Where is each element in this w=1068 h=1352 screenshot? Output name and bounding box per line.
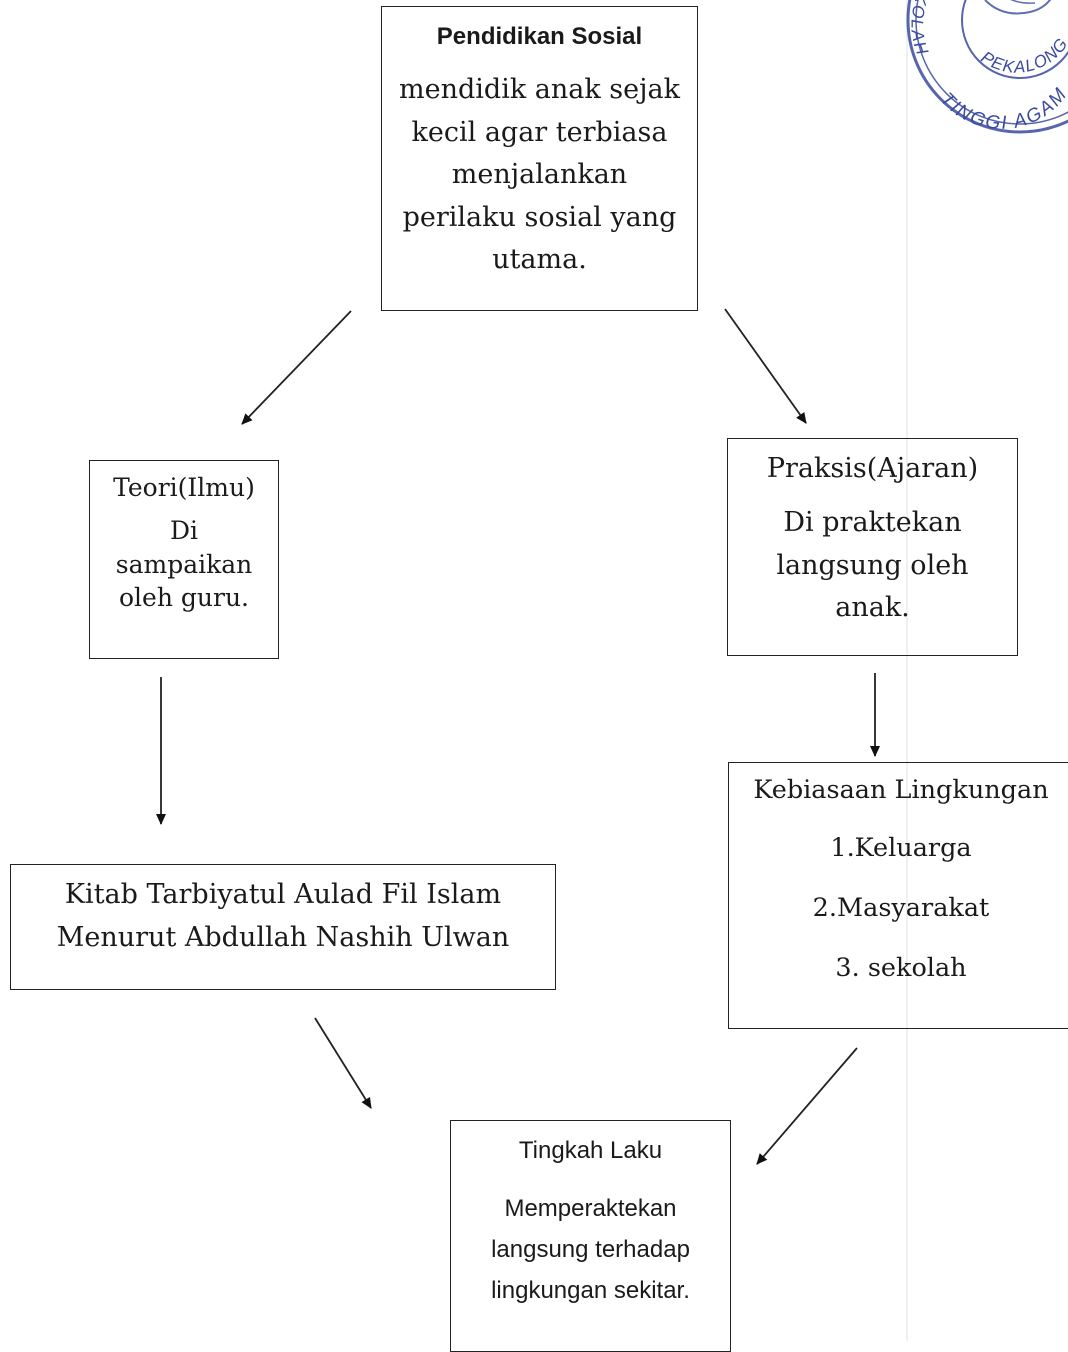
node-line: menjalankan (451, 159, 628, 190)
list-item: 3. sekolah (835, 953, 967, 983)
arrow-kitab-to-tingkah-laku (314, 1017, 372, 1109)
node-description: Di praktekan langsung oleh anak. (728, 502, 1017, 630)
node-line: Menurut Abdullah Nashih Ulwan (56, 921, 510, 953)
node-line: Di (169, 516, 199, 545)
node-description: Kitab Tarbiyatul Aulad Fil Islam Menurut… (11, 874, 555, 959)
arrow-pendidikan-to-praksis (724, 308, 807, 424)
node-title: Pendidikan Sosial (436, 23, 643, 50)
node-line: perilaku sosial yang (402, 201, 677, 233)
node-line: sampaikan (115, 549, 253, 579)
node-line: oleh guru. (119, 583, 249, 612)
node-title: Teori(Ilmu) (113, 473, 255, 502)
node-line: kecil agar terbiasa (411, 116, 668, 148)
institution-seal: EKOLAH PEKALONG TINGGI AGAM (906, 0, 1068, 134)
list-item: 2.Masyarakat (812, 893, 990, 923)
node-pendidikan-sosial: Pendidikan Sosial mendidik anak sejak ke… (381, 6, 698, 311)
node-praksis: Praksis(Ajaran) Di praktekan langsung ol… (727, 438, 1018, 656)
node-line: langsung terhadap (491, 1236, 690, 1263)
node-title: Kebiasaan Lingkungan (753, 775, 1049, 805)
arrow-kebiasaan-to-tingkah-laku (756, 1047, 858, 1165)
node-title: Praksis(Ajaran) (766, 453, 979, 484)
node-line: utama. (492, 244, 587, 275)
node-line: mendidik anak sejak (399, 74, 680, 105)
node-line: Memperaktekan (504, 1195, 677, 1222)
list-item: 1.Keluarga (830, 833, 972, 863)
node-line: lingkungan sekitar. (491, 1277, 690, 1304)
node-description: Memperaktekan langsung terhadap lingkung… (451, 1188, 730, 1311)
node-kitab: Kitab Tarbiyatul Aulad Fil Islam Menurut… (10, 864, 556, 990)
arrow-pendidikan-to-teori (241, 310, 352, 425)
node-description: mendidik anak sejak kecil agar terbiasa … (382, 69, 697, 282)
scan-margin-line (906, 0, 908, 1341)
node-tingkah-laku: Tingkah Laku Memperaktekan langsung terh… (450, 1120, 731, 1352)
node-line: langsung oleh (776, 549, 969, 581)
node-line: Di praktekan (783, 507, 962, 538)
node-description: Di sampaikan oleh guru. (90, 514, 278, 615)
node-teori: Teori(Ilmu) Di sampaikan oleh guru. (89, 460, 279, 659)
node-line: Kitab Tarbiyatul Aulad Fil Islam (64, 879, 502, 910)
node-title: Tingkah Laku (518, 1137, 663, 1164)
node-kebiasaan-lingkungan: Kebiasaan Lingkungan 1.Keluarga 2.Masyar… (728, 762, 1068, 1029)
node-line: anak. (835, 592, 910, 623)
